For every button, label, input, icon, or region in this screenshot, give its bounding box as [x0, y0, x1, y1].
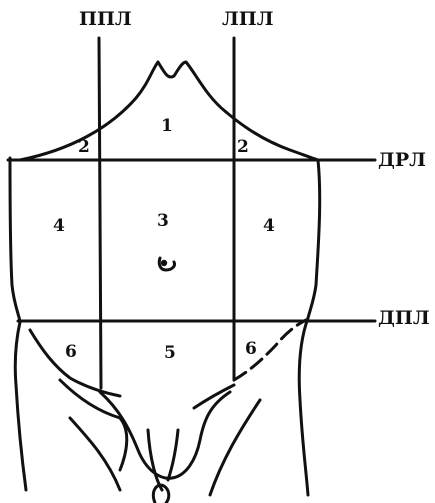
torso-contour-right — [308, 160, 320, 318]
region-2-left-label: 2 — [78, 139, 90, 156]
region-3-label: 3 — [157, 213, 169, 230]
region-5-label: 5 — [164, 345, 176, 362]
label-lpl: ЛПЛ — [222, 10, 274, 29]
hip-contour-left — [15, 322, 26, 490]
region-2-right-label: 2 — [237, 139, 249, 156]
region-4-right-label: 4 — [263, 218, 275, 235]
navel-icon — [159, 258, 174, 270]
pubic-outline — [100, 392, 230, 478]
genital-outline — [148, 430, 178, 503]
label-drl: ДРЛ — [378, 151, 426, 170]
label-ppl: ППЛ — [79, 10, 132, 29]
hip-contour-right — [299, 318, 308, 495]
thigh-line-left — [70, 418, 120, 490]
region-6-right-label: 6 — [245, 341, 257, 358]
thigh-line-right — [210, 400, 260, 495]
label-dpl: ДПЛ — [378, 309, 430, 328]
inguinal-ligament-left — [30, 330, 120, 396]
costal-arch-left — [20, 62, 226, 160]
region-6-left-label: 6 — [65, 344, 77, 361]
torso-contour-left — [10, 158, 20, 322]
region-1-label: 1 — [161, 118, 173, 135]
groin-fold-left — [60, 380, 127, 470]
region-4-left-label: 4 — [53, 218, 65, 235]
line-ppl — [99, 38, 101, 388]
